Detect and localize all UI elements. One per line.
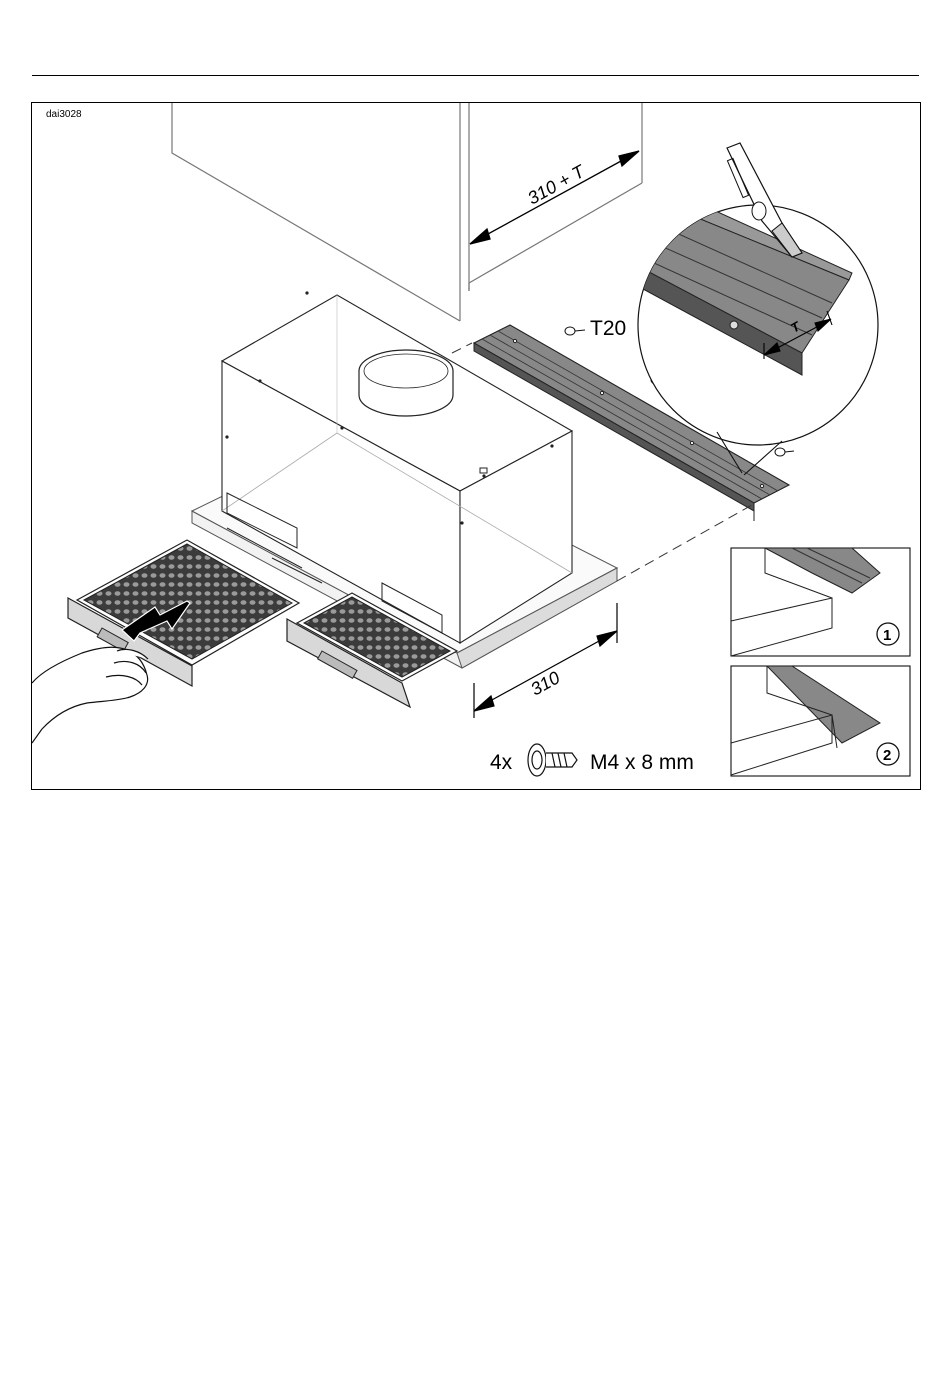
torx-label: T20 (590, 317, 626, 340)
cabinet-icon (172, 103, 642, 321)
detail-magnifier-icon: T (632, 143, 878, 445)
blank-page-area (0, 790, 950, 1374)
step-1-number: 1 (883, 627, 891, 644)
dimension-top (470, 151, 639, 244)
step-2-number: 2 (883, 747, 891, 764)
screw-spec-icon (528, 744, 577, 776)
screw-size: M4 x 8 mm (590, 751, 694, 774)
dim-bottom-label: 310 (527, 667, 563, 699)
hand-icon (32, 647, 148, 743)
header-rule (32, 75, 919, 76)
figure-frame: dai3028 310 + T (31, 102, 921, 790)
installation-diagram: 310 + T (32, 103, 920, 789)
screw-qty: 4x (490, 751, 513, 774)
